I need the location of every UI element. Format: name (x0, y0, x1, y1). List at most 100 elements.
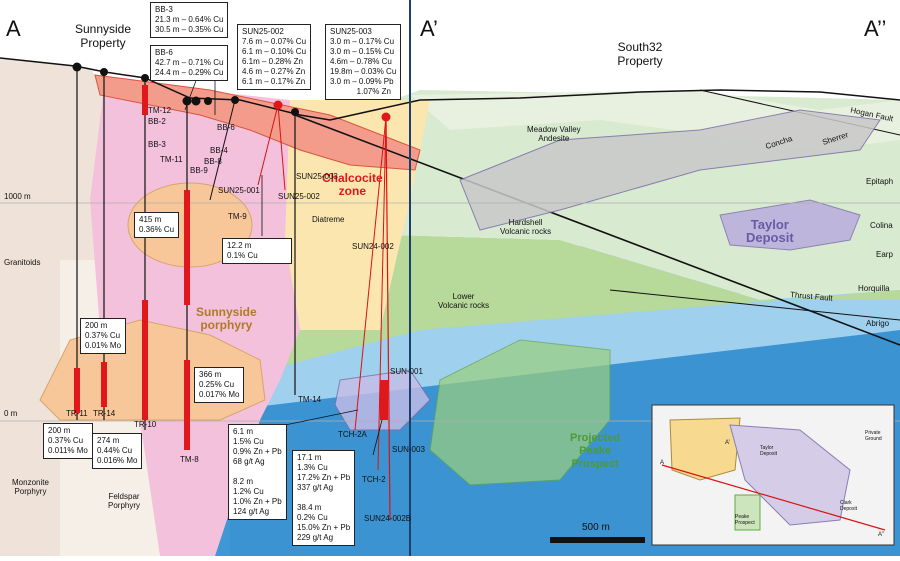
south32-line-1: South32 (617, 40, 663, 54)
collar-dot-red (381, 112, 391, 122)
interval-tm9-zone (184, 190, 190, 305)
inset-taylor-area (729, 424, 851, 526)
inset-private: Private Ground (865, 430, 882, 442)
inset-label-a: A (660, 460, 665, 466)
hole-label-tm14: TM-14 (298, 395, 322, 404)
formation-colina: Colina (870, 221, 893, 230)
inset-label-a1: A’ (725, 440, 730, 446)
interval-tr10 (142, 300, 148, 420)
sunnyside-porphyry-label: Sunnyside porphyry (196, 306, 257, 332)
intercept-box-sun25-001: 12.2 m 0.1% Cu (222, 238, 292, 264)
hole-label-sun24-002: SUN24-002 (352, 242, 394, 251)
meadow-line-1: Meadow Valley (527, 125, 581, 134)
chalcocite-line-1: Chalcocite (322, 171, 383, 185)
lower-volcanic (230, 230, 900, 380)
intercept-box-tr11: 200 m 0.37% Cu 0.011% Mo (43, 423, 93, 459)
taylor-line-2: Deposit (746, 230, 794, 245)
hole-label-bb8: BB-8 (204, 157, 222, 166)
interval-tm8 (184, 360, 190, 450)
feldspar-line-1: Feldspar (108, 492, 140, 501)
main-fault (294, 114, 900, 346)
meadow-line-2: Andesite (538, 134, 570, 143)
leader-line (372, 419, 383, 456)
intercept-box-tch2a: 6.1 m 1.5% Cu 0.9% Zn + Pb 68 g/t Ag 8.2… (228, 424, 287, 520)
formation-epitaph: Epitaph (866, 177, 894, 186)
intercept-box-sun003: 17.1 m 1.3% Cu 17.2% Zn + Pb 337 g/t Ag … (292, 450, 356, 546)
hardshell-line-1: Hardshell (508, 218, 543, 227)
hole-label-sun001: SUN-001 (390, 367, 423, 376)
hole-label-tr14: TR-14 (93, 409, 116, 418)
peake-line-3: Prospect (571, 458, 619, 470)
hole-sun25-001 (257, 104, 279, 186)
monzonite-line-1: Monzonite (12, 478, 49, 487)
hole-label-sun25-003: SUN25-003 (296, 172, 338, 181)
leader-line (284, 409, 359, 426)
intercept-box-tr10: 274 m 0.44% Cu 0.016% Mo (92, 433, 143, 469)
hole-label-tch2: TCH-2 (362, 475, 386, 484)
collar-dot (204, 97, 212, 105)
formation-earp: Earp (876, 250, 893, 259)
feldspar-label: Feldspar Porphyry (108, 492, 140, 510)
hole-sun24-002 (385, 116, 391, 521)
intercept-box-bb3: BB-3 21.3 m – 0.64% Cu 30.5 m – 0.35% Cu (150, 2, 229, 38)
lower-volcanic-label: Lower Volcanic rocks (438, 292, 489, 310)
scale-label: 500 m (582, 522, 610, 533)
lower-line-2: Volcanic rocks (438, 301, 490, 310)
thrust-fault (609, 289, 900, 321)
inset-sunnyside-area (669, 417, 741, 481)
sunnyside-line-2: Property (80, 36, 126, 50)
elevation-0: 0 m (4, 409, 18, 418)
label-a-double-prime: A’’ (864, 16, 887, 41)
collar-dot (141, 74, 149, 82)
grey-volcanic-body (459, 109, 881, 231)
inset-label-a2: A’’ (878, 532, 885, 538)
hardshell-label: Hardshell Volcanic rocks (500, 218, 551, 236)
collar-dot (72, 62, 82, 72)
label-a-prime: A’ (420, 16, 438, 41)
intercept-box-bb6: BB-6 42.7 m – 0.71% Cu 24.4 m – 0.29% Cu (150, 45, 229, 81)
feldspar-line-2: Porphyry (108, 501, 141, 510)
taylor-deposit-label: Taylor Deposit (746, 218, 794, 244)
diatreme-label: Diatreme (312, 215, 345, 224)
porphyry-line-1: Sunnyside (196, 305, 257, 319)
hole-label-sun25-002: SUN25-002 (278, 192, 320, 201)
inset-peake-area (734, 494, 761, 531)
interval-tr11 (74, 368, 80, 413)
hole-label-tch2a: TCH-2A (338, 430, 367, 439)
label-a: A (6, 16, 21, 41)
chalcocite-zone-label: Chalcocite zone (322, 172, 383, 198)
monzonite-line-2: Porphyry (14, 487, 47, 496)
hole-sun25-002 (277, 104, 286, 191)
hole-label-tm12: TM-12 (148, 106, 172, 115)
porphyry-line-2: porphyry (200, 318, 253, 332)
inset-peake: Peake Prospect (735, 514, 755, 526)
hole-tm9 (209, 99, 236, 201)
inset-taylor: Taylor Deposit (760, 445, 777, 457)
intercept-box-sun25-003: SUN25-003 3.0 m – 0.17% Cu 3.0 m – 0.15%… (325, 24, 402, 100)
lower-line-1: Lower (452, 292, 475, 301)
monzonite-label: Monzonite Porphyry (12, 478, 49, 496)
intercept-box-sun25-002: SUN25-002 7.6 m – 0.07% Cu 6.1 m – 0.10%… (237, 24, 312, 90)
formation-abrigo: Abrigo (866, 319, 890, 328)
interval-sun001 (380, 380, 388, 420)
hole-tch2 (377, 116, 387, 471)
elevation-1000: 1000 m (4, 192, 31, 201)
formation-horquilla: Horquilla (858, 284, 890, 293)
meadow-label: Meadow Valley Andesite (527, 125, 581, 143)
hole-label-tr10: TR-10 (134, 420, 157, 429)
interval-tr14 (101, 362, 107, 407)
inset-section-line (661, 464, 886, 531)
interval-bb (142, 85, 148, 115)
scale-bar (550, 537, 645, 543)
intercept-box-tm8: 366 m 0.25% Cu 0.017% Mo (194, 367, 245, 403)
hole-label-tm11: TM-11 (160, 155, 183, 164)
chalcocite-line-2: zone (338, 184, 367, 198)
collar-dot (231, 96, 239, 104)
hole-label-sun24-002b: SUN24-002B (364, 514, 412, 523)
intercept-box-tr14: 200 m 0.37% Cu 0.01% Mo (80, 318, 127, 354)
intercept-box-tm9: 415 m 0.36% Cu (134, 212, 180, 238)
taylor-deposit-body (719, 199, 861, 251)
collar-dot (100, 68, 108, 76)
